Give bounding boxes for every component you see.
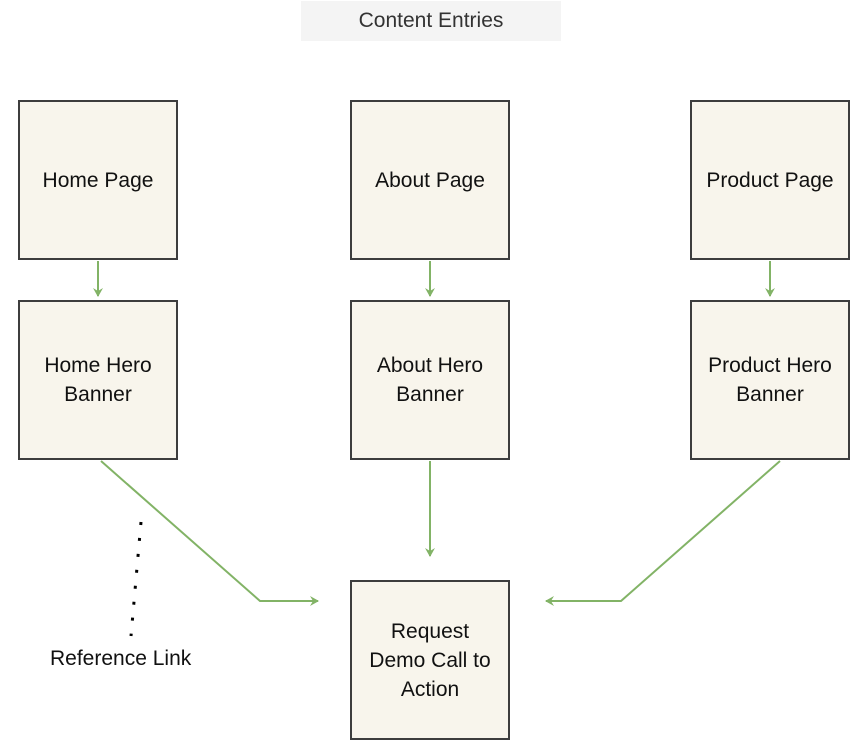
- reference-link-label: Reference Link: [50, 647, 192, 670]
- node-product-hero-banner[interactable]: Product Hero Banner: [690, 300, 850, 460]
- node-request-demo-cta[interactable]: Request Demo Call to Action: [350, 580, 510, 740]
- reference-link-dotted-line: [129, 521, 143, 637]
- node-about-hero-banner[interactable]: About Hero Banner: [350, 300, 510, 460]
- diagram-title: Content Entries: [301, 1, 561, 41]
- node-about-page[interactable]: About Page: [350, 100, 510, 260]
- node-home-hero-banner[interactable]: Home Hero Banner: [18, 300, 178, 460]
- node-home-page[interactable]: Home Page: [18, 100, 178, 260]
- edge-home-hero-to-cta: [100, 460, 319, 606]
- node-product-page[interactable]: Product Page: [690, 100, 850, 260]
- edge-product-hero-to-cta: [545, 460, 781, 606]
